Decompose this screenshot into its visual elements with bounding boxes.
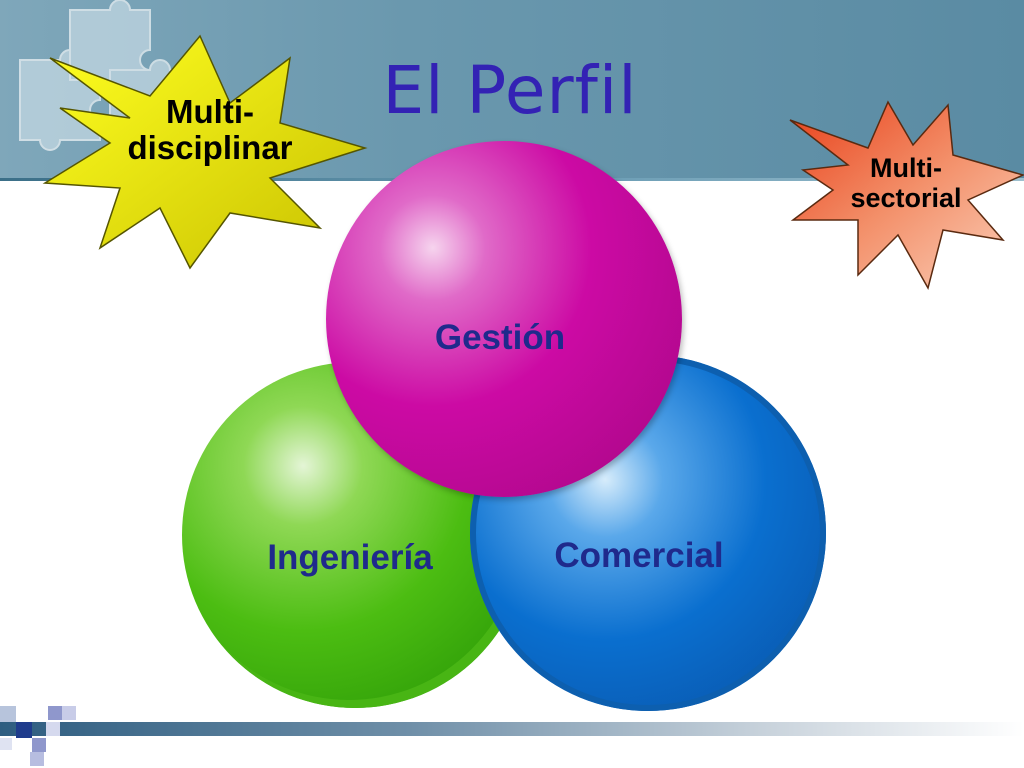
footer-bar [0, 722, 1024, 736]
circle-top-label: Gestión [434, 318, 566, 357]
star-left-line2: disciplinar [127, 129, 293, 167]
starburst-shape [789, 100, 1024, 290]
star-right-line1: Multi- [870, 153, 942, 183]
circle-left-label: Ingeniería [267, 538, 433, 577]
circle-right-label: Comercial [554, 536, 724, 575]
star-left-line1: Multi- [166, 93, 254, 130]
star-right-label: Multi- sectorial [816, 153, 996, 213]
star-multidisciplinar: Multi- disciplinar [40, 28, 370, 273]
starburst-shape [42, 34, 368, 270]
star-right-line2: sectorial [850, 182, 962, 213]
slide-title: El Perfil [382, 52, 638, 129]
star-multisectorial: Multi- sectorial [788, 100, 1024, 290]
circle-gestion [326, 141, 682, 497]
star-left-label: Multi- disciplinar [110, 93, 310, 167]
